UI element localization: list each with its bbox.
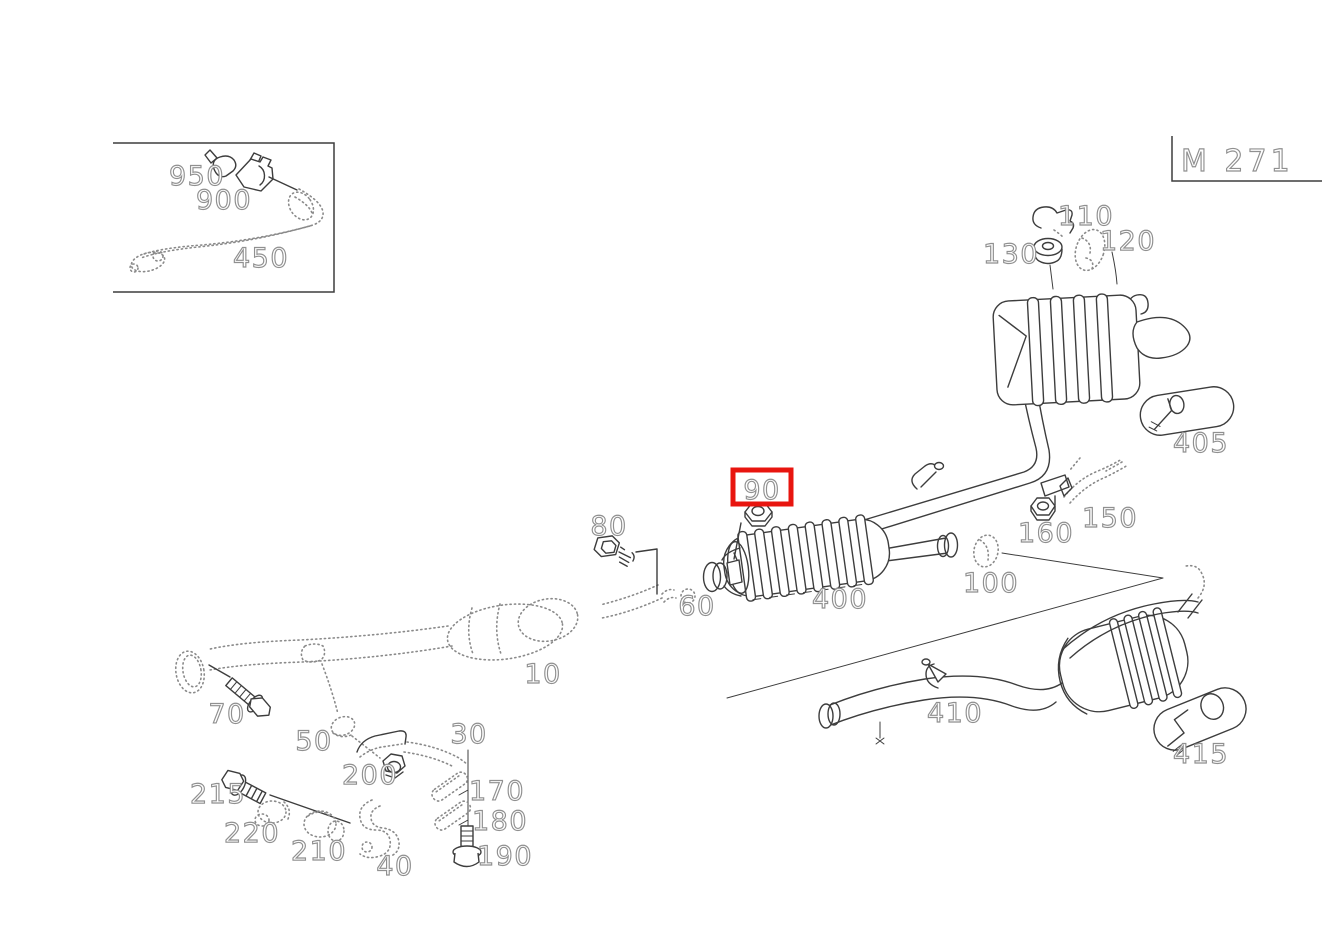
- sensor-900-drawing: [235, 152, 298, 192]
- part-label-160[interactable]: 160: [1017, 517, 1074, 549]
- bracket-30-drawing: [356, 730, 469, 827]
- leader-900: [268, 176, 298, 191]
- spacer-180-drawing: [434, 800, 472, 831]
- engine-code-border: [1171, 136, 1322, 182]
- harness-450-drawing: [129, 188, 324, 273]
- wing-flap: [1132, 316, 1191, 359]
- part-label-110[interactable]: 110: [1057, 200, 1114, 232]
- part-label-100[interactable]: 100: [962, 567, 1019, 599]
- part-label-130[interactable]: 130: [982, 238, 1039, 270]
- pipe-410: [829, 675, 1063, 706]
- bracket-plate-160: [1040, 474, 1070, 506]
- hanger-fork-410: [921, 658, 947, 689]
- bolt-190-drawing: [452, 825, 482, 868]
- leader-215: [269, 794, 351, 824]
- pipe-bracket: [300, 643, 326, 663]
- grommet-130-drawing: [1033, 237, 1063, 290]
- muffler-410-body: [1057, 607, 1189, 715]
- part-label-215[interactable]: 215: [189, 778, 246, 810]
- tail-stub-pipe: [883, 537, 949, 562]
- highlight-box-90[interactable]: [730, 467, 794, 507]
- bracket-210-drawing: [303, 810, 345, 842]
- rear-connecting-pipe: [863, 391, 1038, 521]
- hanger-110-drawing: [1032, 206, 1075, 239]
- muffler-400-body: [722, 514, 891, 602]
- part-label-40[interactable]: 40: [376, 850, 413, 882]
- part-label-120[interactable]: 120: [1099, 225, 1156, 257]
- front-pipe-10-drawing: [174, 584, 663, 759]
- part-label-180[interactable]: 180: [471, 805, 528, 837]
- part-label-30[interactable]: 30: [450, 718, 487, 750]
- tip-405-drawing: [1139, 386, 1235, 436]
- inlet-pipe-end: [702, 561, 722, 593]
- bracket-150-drawing: [1059, 457, 1129, 504]
- spacer-170-drawing: [431, 771, 469, 802]
- bottom-seam-tabs: [752, 583, 863, 601]
- inset-box-border: [113, 142, 335, 293]
- part-label-950[interactable]: 950: [168, 160, 225, 192]
- nut-160-drawing: [1030, 497, 1056, 521]
- center-muffler-assembly: [593, 389, 1129, 604]
- drain-pin: [875, 721, 885, 745]
- bolt-70-drawing: [208, 664, 271, 717]
- mount-120-drawing: [1074, 228, 1118, 285]
- part-label-200[interactable]: 200: [341, 759, 398, 791]
- part-label-450[interactable]: 450: [232, 242, 289, 274]
- front-flange: [181, 654, 203, 688]
- leader-80: [635, 548, 658, 595]
- part-label-10[interactable]: 10: [524, 658, 561, 690]
- rear-muffler-assembly: [992, 206, 1191, 407]
- part-label-150[interactable]: 150: [1081, 502, 1138, 534]
- leader-90: [733, 522, 742, 560]
- leader-50: [321, 663, 339, 715]
- part-label-410[interactable]: 410: [926, 697, 983, 729]
- nut-90-drawing: [733, 502, 773, 560]
- gasket-60-drawing: [661, 588, 696, 604]
- clamp-50-drawing: [330, 715, 356, 738]
- bracket-40-drawing: [358, 799, 400, 859]
- part-label-80[interactable]: 80: [590, 510, 627, 542]
- part-label-220[interactable]: 220: [223, 817, 280, 849]
- part-label-50[interactable]: 50: [295, 725, 332, 757]
- engine-code-box: [1171, 136, 1322, 182]
- part-label-90[interactable]: 90: [743, 474, 780, 506]
- overpipe-strap: [1061, 599, 1199, 651]
- part-labels: M 271 950 900 450 110 130 120 405 90 80 …: [168, 143, 1294, 882]
- leader-120: [1111, 251, 1118, 285]
- plug-950-drawing: [204, 149, 237, 178]
- nut-200-drawing: [382, 753, 406, 779]
- washer-220-drawing: [254, 800, 291, 827]
- catalytic-converter-outline: [446, 603, 564, 661]
- gasket-100-drawing: [972, 534, 1000, 568]
- part-label-170[interactable]: 170: [468, 775, 525, 807]
- part-label-900[interactable]: 900: [195, 184, 252, 216]
- part-label-190[interactable]: 190: [476, 840, 533, 872]
- tip-415-drawing: [1153, 687, 1247, 756]
- bolt-215-drawing: [221, 769, 351, 824]
- inset-box: [113, 142, 335, 293]
- engine-code-label: M 271: [1181, 144, 1294, 179]
- outlet-stub-410: [1177, 593, 1203, 619]
- variant-pointer-lines: [726, 552, 1164, 699]
- part-label-70[interactable]: 70: [208, 698, 245, 730]
- bolt-80-drawing: [593, 535, 658, 595]
- part-label-210[interactable]: 210: [290, 835, 347, 867]
- part-label-415[interactable]: 415: [1172, 738, 1229, 770]
- hanger-rod-fork: [911, 461, 945, 490]
- front-flange-block: [726, 559, 743, 586]
- part-label-405[interactable]: 405: [1172, 427, 1229, 459]
- leader-70: [208, 664, 231, 678]
- part-label-60[interactable]: 60: [678, 590, 715, 622]
- muffler-body-rear: [992, 293, 1141, 407]
- part-label-400[interactable]: 400: [811, 583, 868, 615]
- front-cone: [721, 547, 742, 597]
- variant-system-410: [818, 564, 1206, 745]
